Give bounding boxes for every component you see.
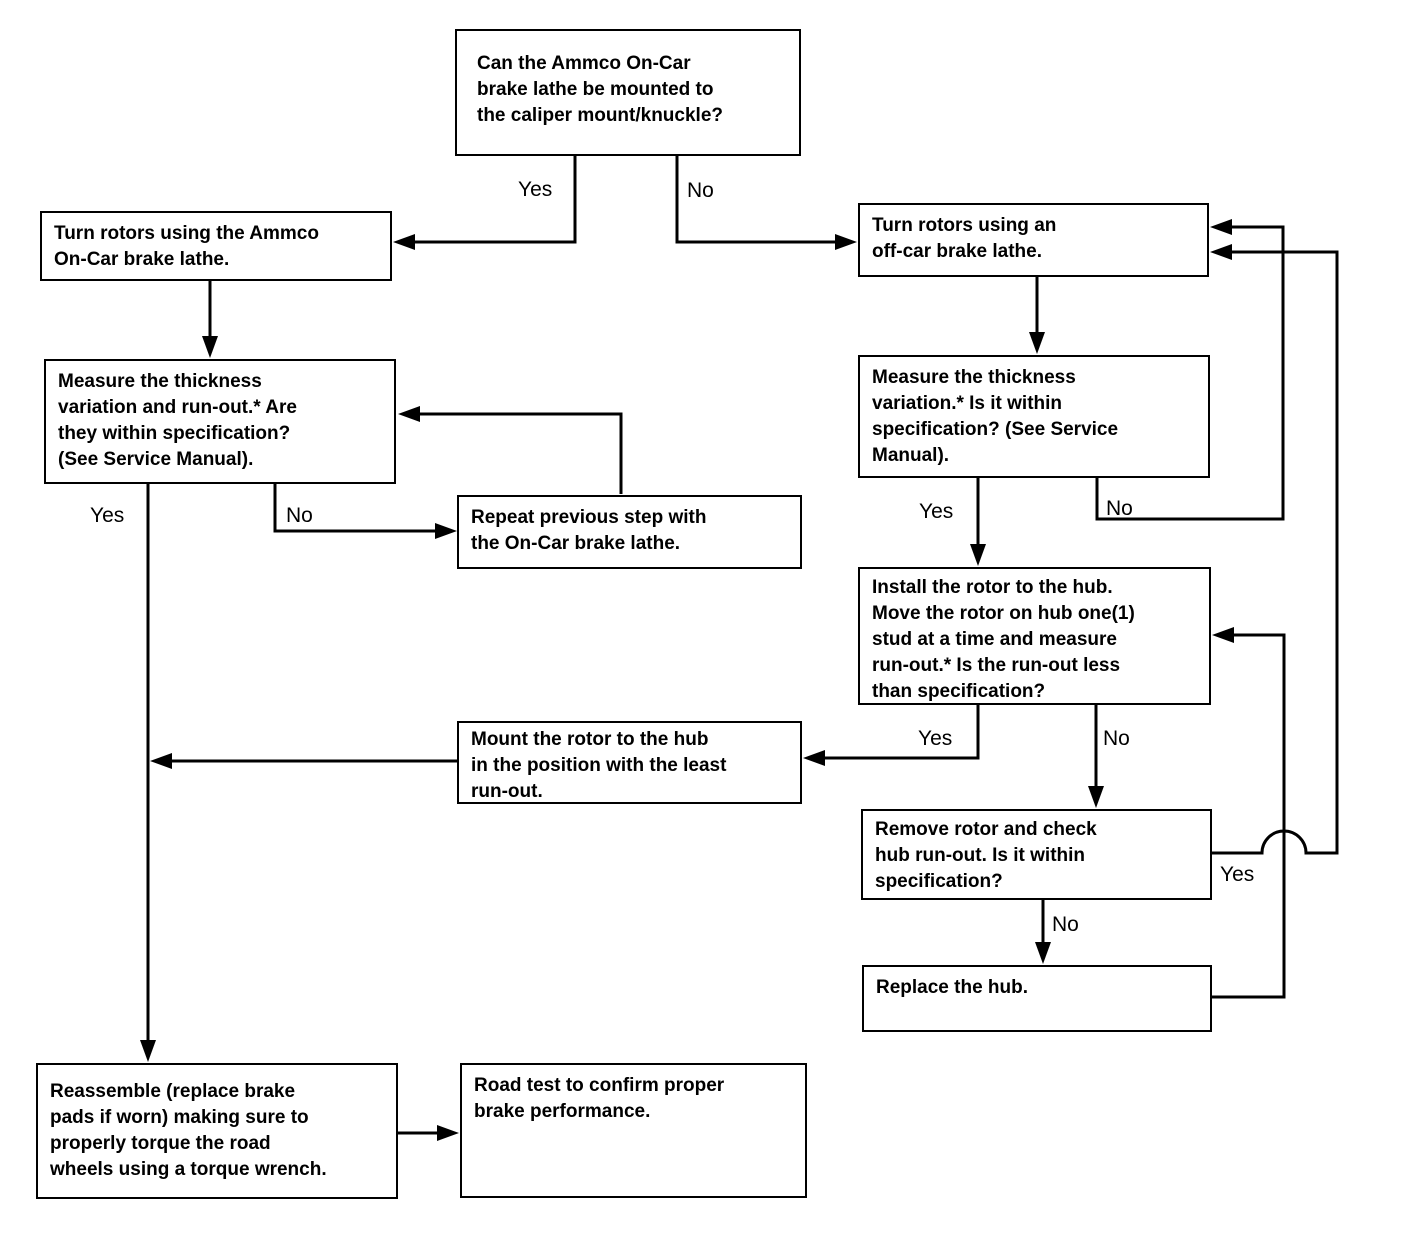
arrowhead — [970, 544, 986, 566]
node-measure-oncar: Measure the thickness variation and run-… — [44, 359, 396, 484]
connector-measure-oncar-no — [273, 483, 438, 533]
node-road-test: Road test to confirm proper brake perfor… — [460, 1063, 807, 1198]
arrowhead — [140, 1040, 156, 1062]
arrowhead — [1035, 942, 1051, 964]
label-install-yes: Yes — [918, 727, 953, 750]
label-measure-offcar-no: No — [1106, 497, 1133, 520]
label-measure-oncar-yes: Yes — [90, 504, 125, 527]
connector-remove-yes — [1212, 250, 1339, 855]
node-turn-rotors-offcar: Turn rotors using an off-car brake lathe… — [858, 203, 1209, 277]
arrowhead — [437, 1125, 459, 1141]
arrowhead — [398, 406, 420, 422]
connector-mount-no — [675, 155, 838, 244]
label-measure-oncar-no: No — [286, 504, 313, 527]
node-replace-hub: Replace the hub. — [862, 965, 1212, 1032]
connector-measure-offcar-no — [1095, 225, 1285, 521]
arrowhead — [435, 523, 457, 539]
arrowhead — [150, 753, 172, 769]
connector-repeat-loop — [418, 412, 623, 494]
connector-replace-hub-loop — [1212, 633, 1286, 999]
connector-mount-yes — [412, 155, 577, 244]
node-repeat-oncar: Repeat previous step with the On-Car bra… — [457, 495, 802, 569]
node-turn-rotors-oncar: Turn rotors using the Ammco On-Car brake… — [40, 211, 392, 281]
label-remove-yes: Yes — [1220, 863, 1255, 886]
arrowhead — [1088, 786, 1104, 808]
node-reassemble: Reassemble (replace brake pads if worn) … — [36, 1063, 398, 1199]
arrowhead — [1210, 219, 1232, 235]
connector-install-yes — [823, 704, 980, 760]
arrowhead — [1212, 627, 1234, 643]
arrowhead — [202, 336, 218, 358]
arrowhead — [1210, 244, 1232, 260]
label-mount-yes: Yes — [518, 178, 553, 201]
arrowhead — [1029, 332, 1045, 354]
label-install-no: No — [1103, 727, 1130, 750]
node-measure-offcar: Measure the thickness variation.* Is it … — [858, 355, 1210, 478]
arrowhead — [803, 750, 825, 766]
node-remove-rotor-check-hub: Remove rotor and check hub run-out. Is i… — [861, 809, 1212, 900]
label-remove-no: No — [1052, 913, 1079, 936]
arrowhead — [835, 234, 857, 250]
node-can-mount-oncar-lathe: Can the Ammco On-Car brake lathe be moun… — [455, 29, 801, 156]
label-measure-offcar-yes: Yes — [919, 500, 954, 523]
label-mount-no: No — [687, 179, 714, 202]
node-install-rotor: Install the rotor to the hub. Move the r… — [858, 567, 1211, 705]
node-mount-rotor-least-runout: Mount the rotor to the hub in the positi… — [457, 721, 802, 804]
arrowhead — [393, 234, 415, 250]
